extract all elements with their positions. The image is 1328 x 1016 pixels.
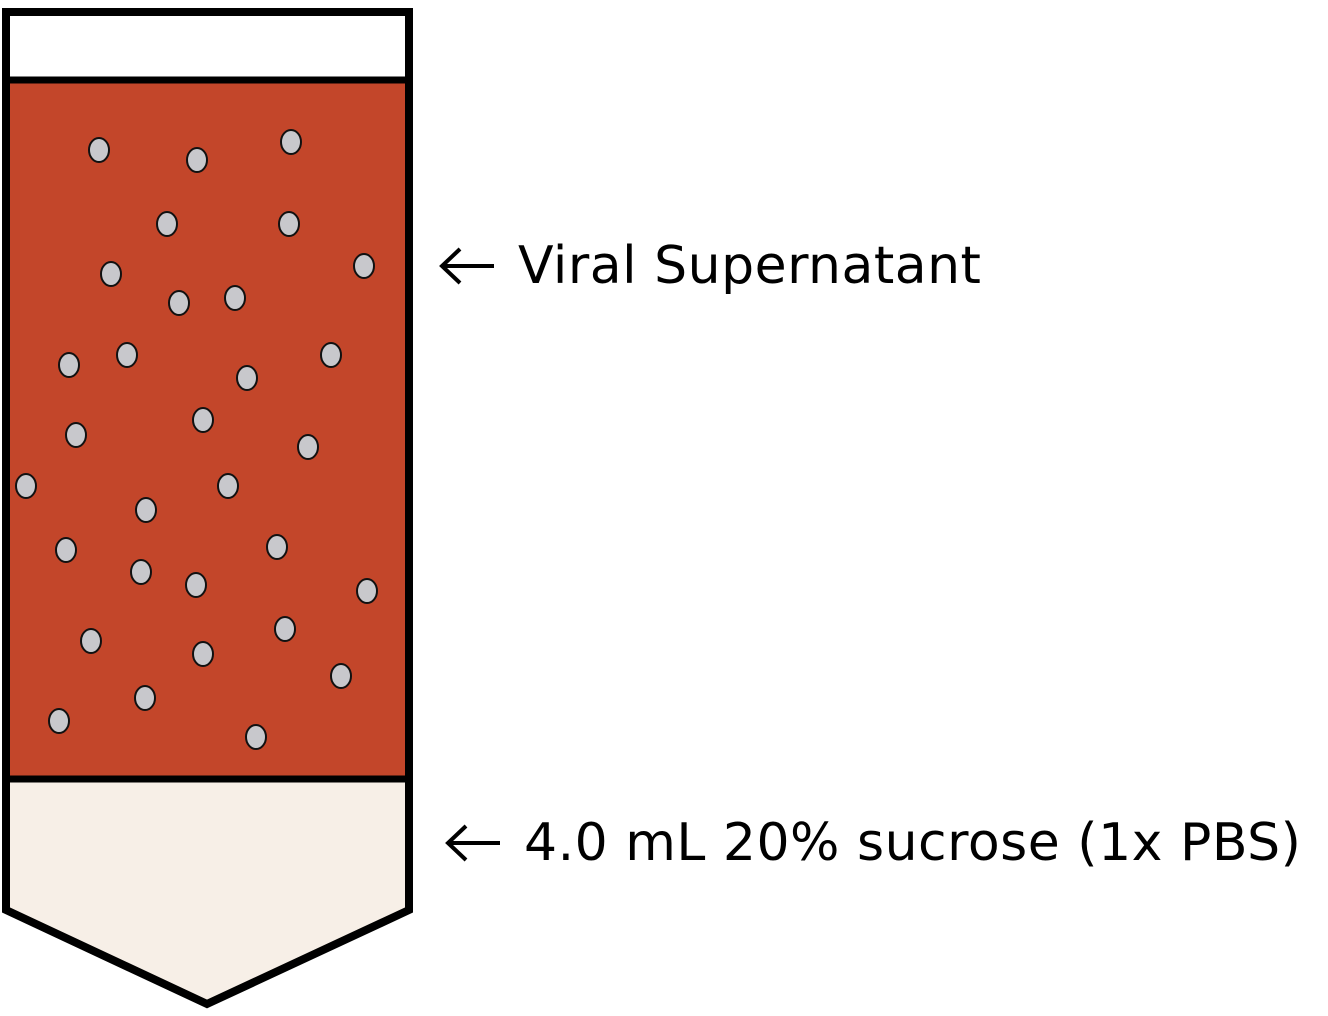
virus-particle-icon — [100, 261, 122, 287]
virus-particle-icon — [330, 663, 352, 689]
virus-particle-icon — [185, 572, 207, 598]
virus-particle-icon — [353, 253, 375, 279]
left-arrow-icon — [445, 824, 500, 862]
virus-particle-icon — [116, 342, 138, 368]
virus-particle-icon — [192, 407, 214, 433]
virus-particle-icon — [168, 290, 190, 316]
virus-particle-icon — [245, 724, 267, 750]
virus-particle-icon — [48, 708, 70, 734]
supernatant-label: Viral Supernatant — [438, 236, 981, 296]
supernatant-label-text: Viral Supernatant — [518, 236, 982, 296]
virus-particle-icon — [224, 285, 246, 311]
virus-particle-icon — [80, 628, 102, 654]
virus-particle-icon — [280, 129, 302, 155]
left-arrow-icon — [439, 247, 494, 285]
virus-particle-icon — [156, 211, 178, 237]
virus-particle-icon — [356, 578, 378, 604]
virus-particle-icon — [135, 497, 157, 523]
tube-headspace — [6, 12, 409, 80]
virus-particle-icon — [15, 473, 37, 499]
virus-particle-icon — [55, 537, 77, 563]
virus-particle-icon — [320, 342, 342, 368]
virus-particle-icon — [266, 534, 288, 560]
virus-particle-icon — [88, 137, 110, 163]
virus-particle-icon — [58, 352, 80, 378]
virus-particle-icon — [297, 434, 319, 460]
virus-particle-icon — [274, 616, 296, 642]
sucrose-label: 4.0 mL 20% sucrose (1x PBS) — [444, 813, 1301, 873]
virus-particle-icon — [65, 422, 87, 448]
virus-particle-icon — [134, 685, 156, 711]
virus-particle-icon — [192, 641, 214, 667]
virus-particles — [15, 129, 378, 750]
virus-particle-icon — [278, 211, 300, 237]
virus-particle-icon — [217, 473, 239, 499]
tube-outline — [2, 8, 413, 1009]
sucrose-label-text: 4.0 mL 20% sucrose (1x PBS) — [524, 813, 1302, 873]
virus-particle-icon — [236, 365, 258, 391]
virus-particle-icon — [186, 147, 208, 173]
sucrose-cushion-layer — [6, 778, 409, 1004]
virus-particle-icon — [130, 559, 152, 585]
